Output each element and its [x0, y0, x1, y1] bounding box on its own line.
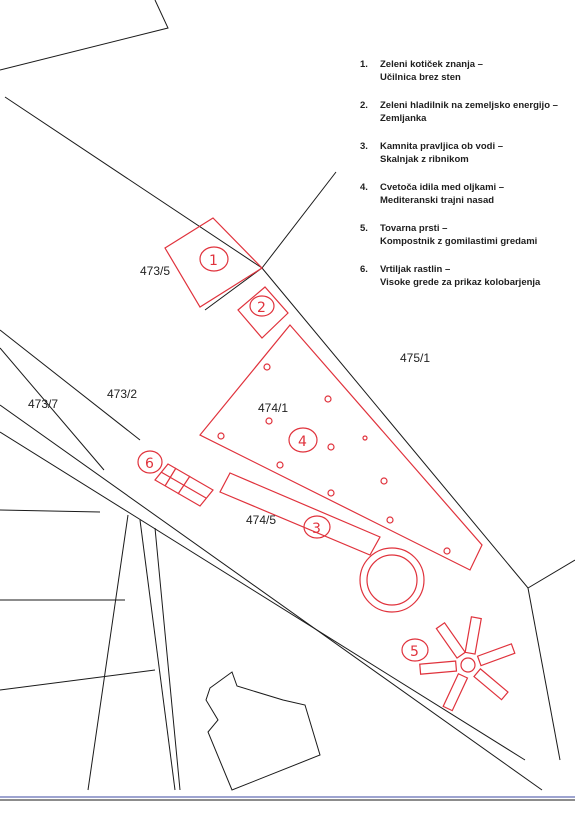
parcel-label: 474/5: [246, 513, 276, 527]
legend-item: 2. Zeleni hladilnik na zemeljsko energij…: [360, 99, 570, 125]
legend-title: Vrtiljak rastlin –: [380, 264, 451, 275]
raised-beds-outline: [154, 463, 214, 507]
outdoor-classroom-outline: [164, 217, 263, 308]
parcel-label: 473/7: [28, 397, 58, 411]
legend-subtitle: Kompostnik z gomilastimi gredami: [380, 236, 538, 247]
marker-circle-5: [401, 638, 429, 662]
legend-number: 5.: [360, 223, 368, 234]
legend-text: Vrtiljak rastlin – Visoke grede za prika…: [380, 263, 570, 289]
legend-subtitle: Mediteranski trajni nasad: [380, 195, 495, 206]
marker-circle-4: [288, 427, 318, 453]
legend-title: Cvetoča idila med oljkami –: [380, 182, 505, 193]
legend-number: 1.: [360, 59, 368, 70]
legend-number: 6.: [360, 264, 368, 275]
marker-circle-1: [199, 246, 229, 272]
legend-title: Zeleni kotiček znanja –: [380, 59, 483, 70]
garden-sketches: [137, 217, 516, 712]
parcel-label: 474/1: [258, 401, 288, 415]
parcel-boundaries: [0, 0, 575, 801]
parcel-label: 475/1: [400, 351, 430, 365]
mediterranean-planting-outline: [199, 324, 483, 571]
legend-text: Cvetoča idila med oljkami – Mediteranski…: [380, 181, 570, 207]
pond-outer: [359, 547, 425, 613]
marker-circle-2: [249, 295, 275, 317]
legend-number: 4.: [360, 182, 368, 193]
legend-subtitle: Učilnica brez sten: [380, 72, 461, 83]
earth-cellar-outline: [237, 286, 289, 339]
legend-subtitle: Visoke grede za prikaz kolobarjenja: [380, 277, 541, 288]
legend: 1. Zeleni kotiček znanja – Učilnica brez…: [360, 58, 570, 304]
legend-item: 3. Kamnita pravljica ob vodi – Skalnjak …: [360, 140, 570, 166]
legend-title: Zeleni hladilnik na zemeljsko energijo –: [380, 100, 558, 111]
marker-number: 4: [298, 434, 307, 450]
marker-circle-6: [137, 450, 163, 474]
marker-circle-3: [303, 515, 331, 539]
marker-number: 6: [145, 456, 154, 472]
legend-item: 5. Tovarna prsti – Kompostnik z gomilast…: [360, 222, 570, 248]
marker-number: 1: [209, 253, 218, 269]
legend-item: 4. Cvetoča idila med oljkami – Mediteran…: [360, 181, 570, 207]
legend-title: Kamnita pravljica ob vodi –: [380, 141, 504, 152]
marker-numbers: 1 2 3 4 5 6: [145, 253, 419, 660]
olive-trees: [217, 363, 451, 555]
marker-number: 2: [257, 300, 266, 316]
legend-text: Tovarna prsti – Kompostnik z gomilastimi…: [380, 222, 570, 248]
marker-number: 3: [312, 521, 321, 537]
pond-inner: [366, 554, 418, 606]
legend-text: Zeleni kotiček znanja – Učilnica brez st…: [380, 58, 570, 84]
legend-item: 1. Zeleni kotiček znanja – Učilnica brez…: [360, 58, 570, 84]
parcel-label: 473/5: [140, 264, 170, 278]
compost-center: [460, 657, 476, 673]
compost-mounds: [419, 616, 516, 712]
legend-subtitle: Zemljanka: [380, 113, 427, 124]
rock-garden-outline: [219, 472, 381, 556]
legend-number: 3.: [360, 141, 368, 152]
parcel-labels: 473/5 475/1 473/7 473/2 474/1 474/5: [28, 264, 430, 527]
marker-number: 5: [410, 644, 419, 660]
legend-number: 2.: [360, 100, 368, 111]
legend-item: 6. Vrtiljak rastlin – Visoke grede za pr…: [360, 263, 570, 289]
legend-text: Kamnita pravljica ob vodi – Skalnjak z r…: [380, 140, 570, 166]
legend-subtitle: Skalnjak z ribnikom: [380, 154, 469, 165]
legend-text: Zeleni hladilnik na zemeljsko energijo –…: [380, 99, 570, 125]
legend-title: Tovarna prsti –: [380, 223, 448, 234]
parcel-label: 473/2: [107, 387, 137, 401]
